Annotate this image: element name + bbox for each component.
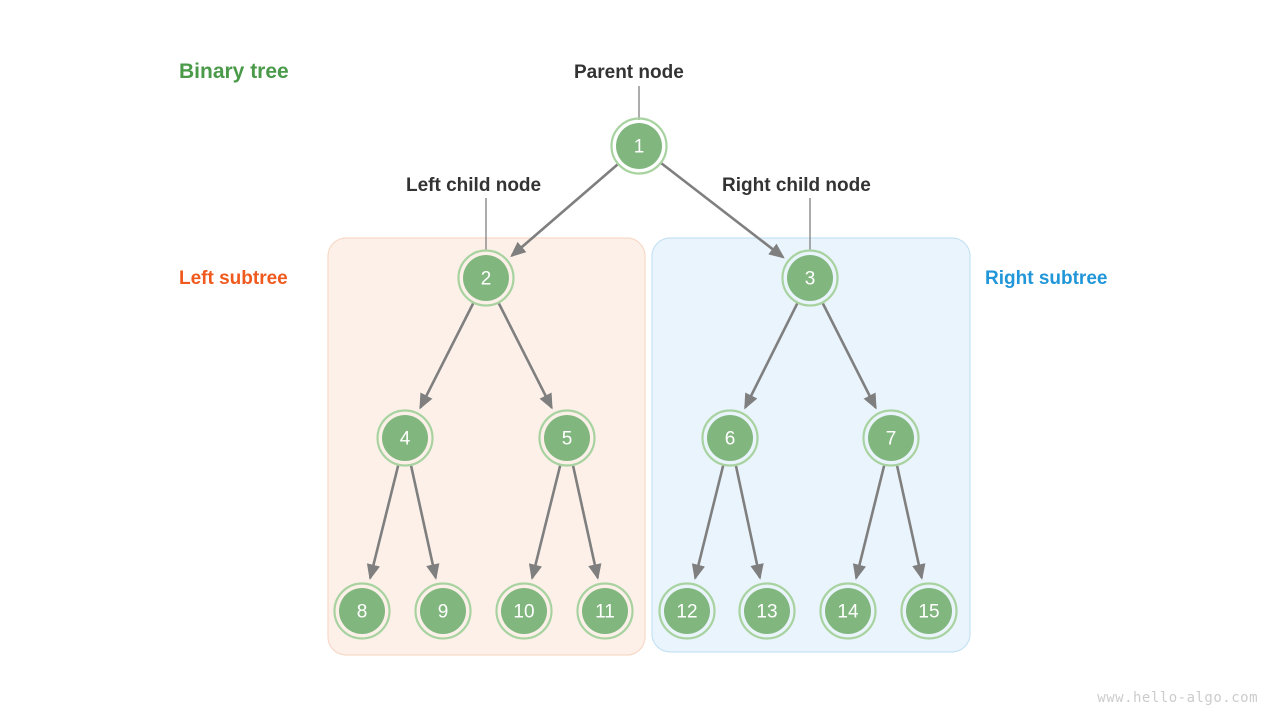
node-value-label: 11 xyxy=(595,602,615,623)
tree-node-13[interactable]: 13 xyxy=(738,582,796,640)
node-value-label: 1 xyxy=(634,137,645,158)
node-value-label: 12 xyxy=(676,602,697,623)
edge-n1-to-n2 xyxy=(510,163,619,258)
subtree-box-right xyxy=(651,237,971,653)
node-disc xyxy=(664,588,710,634)
tree-node-15[interactable]: 15 xyxy=(900,582,958,640)
subtree-boxes xyxy=(327,237,971,656)
node-disc xyxy=(420,588,466,634)
tree-node-11[interactable]: 11 xyxy=(576,582,634,640)
node-disc xyxy=(582,588,628,634)
node-disc xyxy=(544,415,590,461)
edge-n4-to-n9 xyxy=(409,465,440,580)
node-value-label: 14 xyxy=(837,602,859,623)
node-disc xyxy=(463,255,509,301)
node-disc xyxy=(744,588,790,634)
edge-n5-to-n11 xyxy=(571,465,602,580)
node-disc xyxy=(339,588,385,634)
tree-edges xyxy=(366,162,926,581)
node-disc xyxy=(825,588,871,634)
annotation-right-subtree: Right subtree xyxy=(985,268,1108,289)
tree-node-4[interactable]: 4 xyxy=(376,409,434,467)
node-ring xyxy=(576,582,634,640)
tree-node-8[interactable]: 8 xyxy=(333,582,391,640)
annotation-left-subtree: Left subtree xyxy=(179,268,288,289)
node-value-label: 3 xyxy=(805,269,816,290)
edge-n6-to-n13 xyxy=(734,465,764,580)
node-disc xyxy=(616,123,662,169)
node-ring xyxy=(781,249,839,307)
tree-node-10[interactable]: 10 xyxy=(495,582,553,640)
tree-node-2[interactable]: 2 xyxy=(457,249,515,307)
annotation-leader-lines xyxy=(485,86,811,250)
node-value-label: 6 xyxy=(725,429,736,450)
tree-node-1[interactable]: 1 xyxy=(610,117,668,175)
diagram-title: Binary tree xyxy=(179,60,289,83)
edge-n5-to-n10 xyxy=(528,464,562,581)
edge-n1-to-n3 xyxy=(660,162,785,259)
node-ring xyxy=(658,582,716,640)
site-watermark: www.hello-algo.com xyxy=(1097,690,1258,706)
node-ring xyxy=(862,409,920,467)
node-value-label: 9 xyxy=(438,602,449,623)
node-ring xyxy=(376,409,434,467)
node-ring xyxy=(457,249,515,307)
node-disc xyxy=(382,415,428,461)
node-disc xyxy=(787,255,833,301)
node-ring xyxy=(738,582,796,640)
tree-node-3[interactable]: 3 xyxy=(781,249,839,307)
edge-n2-to-n5 xyxy=(497,302,553,410)
tree-node-6[interactable]: 6 xyxy=(701,409,759,467)
node-value-label: 8 xyxy=(357,602,368,623)
tree-node-7[interactable]: 7 xyxy=(862,409,920,467)
node-value-label: 5 xyxy=(562,429,573,450)
annotation-parent-node: Parent node xyxy=(574,62,684,83)
edge-n3-to-n7 xyxy=(821,302,877,410)
edge-n2-to-n4 xyxy=(419,302,475,410)
edge-n7-to-n14 xyxy=(852,464,886,581)
node-disc xyxy=(868,415,914,461)
node-ring xyxy=(900,582,958,640)
node-disc xyxy=(501,588,547,634)
node-value-label: 15 xyxy=(918,602,939,623)
node-ring xyxy=(333,582,391,640)
node-ring xyxy=(538,409,596,467)
tree-node-5[interactable]: 5 xyxy=(538,409,596,467)
node-value-label: 10 xyxy=(513,602,534,623)
node-ring xyxy=(701,409,759,467)
edge-n6-to-n12 xyxy=(691,464,725,581)
edge-n7-to-n15 xyxy=(895,465,926,580)
tree-node-14[interactable]: 14 xyxy=(819,582,877,640)
node-ring xyxy=(610,117,668,175)
node-value-label: 2 xyxy=(481,269,492,290)
node-ring xyxy=(495,582,553,640)
edge-n4-to-n8 xyxy=(366,464,400,581)
node-value-label: 4 xyxy=(400,429,411,450)
tree-node-12[interactable]: 12 xyxy=(658,582,716,640)
node-value-label: 13 xyxy=(756,602,777,623)
node-ring xyxy=(414,582,472,640)
edge-n3-to-n6 xyxy=(744,302,799,410)
node-value-label: 7 xyxy=(886,429,897,450)
annotation-left-child-node: Left child node xyxy=(406,175,542,196)
node-ring xyxy=(819,582,877,640)
annotation-right-child-node: Right child node xyxy=(722,175,871,196)
tree-node-9[interactable]: 9 xyxy=(414,582,472,640)
node-disc xyxy=(906,588,952,634)
node-disc xyxy=(707,415,753,461)
